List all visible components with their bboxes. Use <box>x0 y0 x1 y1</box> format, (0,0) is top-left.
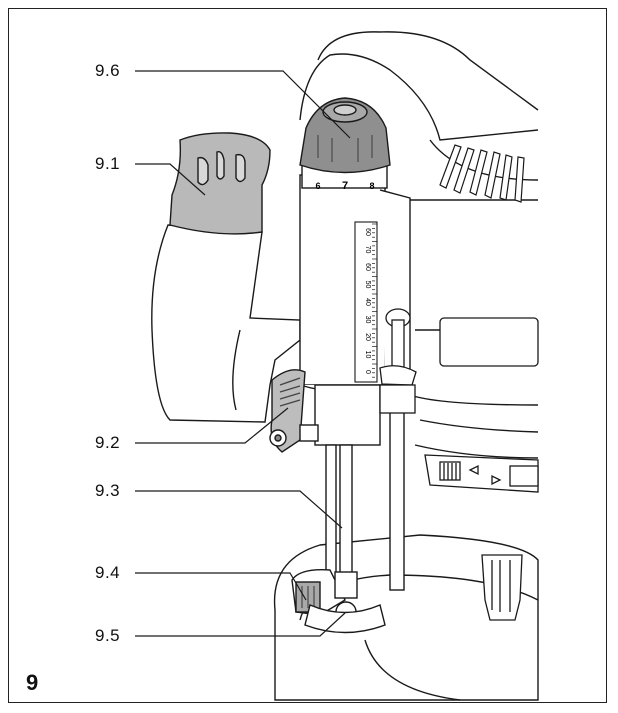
depth-ring <box>424 454 539 493</box>
depth-scale-tick-label: 0 <box>364 370 371 374</box>
collet <box>481 554 523 621</box>
depth-scale-tick-label: 50 <box>364 281 371 289</box>
depth-stop-slider <box>379 308 417 414</box>
depth-scale-tick-label: 60 <box>364 228 371 236</box>
depth-scale-tick-label: 10 <box>364 351 371 359</box>
leader-9-3 <box>135 490 343 529</box>
callout-label-9-5: 9.5 <box>95 626 121 645</box>
handle-grip <box>169 132 271 235</box>
fine-adjust-knob <box>299 97 391 189</box>
leader-9-4 <box>135 572 307 601</box>
leader-9-2 <box>135 407 289 444</box>
turret-stop-block <box>291 569 386 634</box>
depth-scale-tick-label: 60 <box>364 263 371 271</box>
depth-scale <box>354 221 378 383</box>
turret-dial-number: 8 <box>369 181 374 191</box>
callout-label-9-6: 9.6 <box>95 61 121 80</box>
leader-9-5 <box>135 612 346 637</box>
depth-scale-tick-label: 30 <box>364 316 371 324</box>
leader-9-1 <box>135 163 206 196</box>
callout-label-9-3: 9.3 <box>95 481 121 500</box>
handle-body <box>151 224 301 423</box>
depth-scale-tick-label: 20 <box>364 333 371 341</box>
leader-9-6 <box>135 70 351 139</box>
vent-slots <box>439 144 525 203</box>
callout-label-9-1: 9.1 <box>95 154 121 173</box>
clamp-lever <box>269 369 319 453</box>
motor-window <box>439 317 539 367</box>
callout-label-9-2: 9.2 <box>95 433 121 452</box>
turret-dial-number: 7 <box>342 180 348 192</box>
depth-scale-tick-label: 40 <box>364 298 371 306</box>
leader-lines <box>135 70 351 637</box>
turret-dial-labels: 6 7 8 <box>315 180 374 192</box>
figure-number: 9 <box>26 670 39 695</box>
depth-scale-labels: 60 70 60 50 40 30 20 10 0 <box>364 223 377 378</box>
depth-scale-tick-label: 70 <box>364 246 371 254</box>
guide-rods <box>325 379 405 591</box>
callout-label-9-4: 9.4 <box>95 563 121 582</box>
turret-dial-number: 6 <box>315 181 320 191</box>
